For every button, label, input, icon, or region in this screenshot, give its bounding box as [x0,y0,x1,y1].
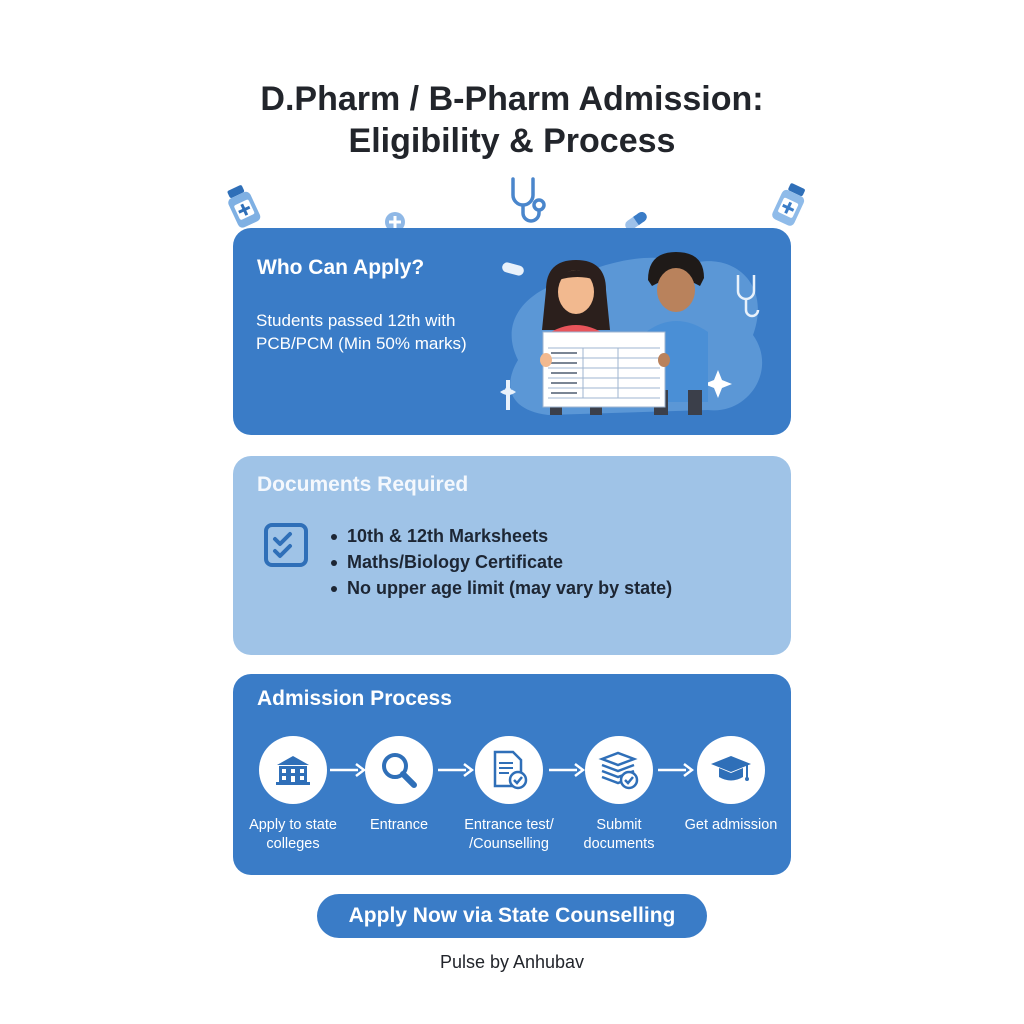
arrow-right-icon [549,763,585,777]
documents-required-card: Documents Required 10th & 12th Marksheet… [233,456,791,655]
step-label: Entrance [369,817,429,833]
document-check-icon [493,750,528,790]
step-get-admission: Get admission [671,736,791,835]
document-item: 10th & 12th Marksheets [329,523,672,549]
capsule-icon [625,211,647,231]
step-entrance: Entrance [339,736,459,835]
apply-now-button[interactable]: Apply Now via State Counselling [317,894,707,938]
medicine-bottle-icon [772,183,805,226]
document-item: No upper age limit (may vary by state) [329,575,672,601]
document-item: Maths/Biology Certificate [329,549,672,575]
documents-list: 10th & 12th Marksheets Maths/Biology Cer… [329,523,672,601]
process-steps: Apply to state colleges Entrance [233,736,791,866]
stethoscope-icon [511,177,546,223]
step-submit-documents: Submit documents [559,736,679,854]
title-line-2: Eligibility & Process [348,122,676,160]
step-label: Entrance test/ /Counselling [464,817,554,852]
plus-badge-icon [385,212,405,232]
arrow-right-icon [438,763,474,777]
search-icon [382,753,417,788]
step-label: Apply to state colleges [249,817,337,852]
building-icon [276,756,310,785]
who-can-apply-card: Who Can Apply? Students passed 12th with… [233,228,791,435]
students-with-marksheet-illustration [500,252,763,415]
arrow-right-icon [658,763,694,777]
step-label: Submit documents [583,817,655,852]
documents-heading: Documents Required [257,473,469,496]
step-apply-to-state-colleges: Apply to state colleges [233,736,353,854]
footer-credit: Pulse by Anhubav [439,952,585,972]
who-can-apply-heading: Who Can Apply? [257,256,425,279]
checklist-icon [264,523,308,567]
page-title: D.Pharm / B-Pharm Admission: Eligibility… [0,78,1024,162]
stacked-documents-check-icon [598,751,639,790]
title-line-1: D.Pharm / B-Pharm Admission: [260,80,764,118]
step-label: Get admission [684,817,778,833]
eligibility-text: Students passed 12th with PCB/PCM (Min 5… [256,311,467,353]
medicine-bottle-icon [227,185,261,228]
step-entrance-test-counselling: Entrance test/ /Counselling [449,736,569,854]
admission-process-card: Admission Process Apply to state college… [233,674,791,875]
process-heading: Admission Process [257,687,452,710]
arrow-right-icon [330,763,366,777]
graduation-cap-icon [711,756,751,781]
